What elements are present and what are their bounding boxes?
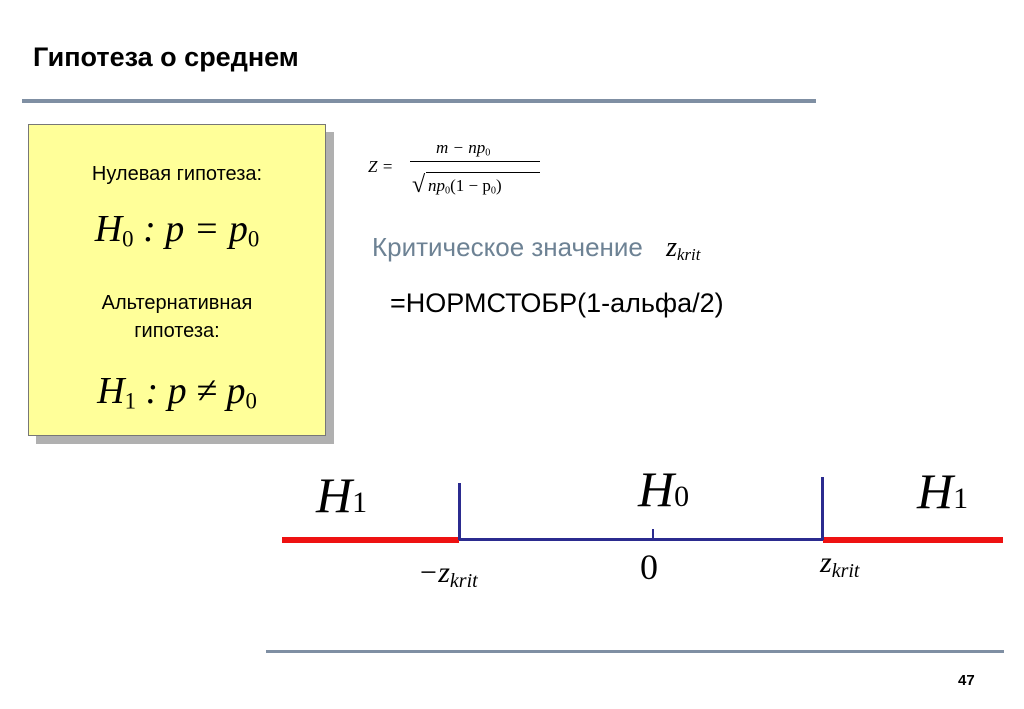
critical-value-label: Критическое значение [372,232,643,262]
left-critical-tick [458,483,461,540]
hypotheses-box: Нулевая гипотеза: H0 : p = p0 Альтернати… [28,124,326,436]
critical-value-line: Критическое значение zkrit [372,232,700,265]
zero-label: 0 [640,547,658,587]
fraction-bar [410,161,540,162]
slide-title: Гипотеза о среднем [33,42,299,72]
excel-formula: =НОРМСТОБР(1-альфа/2) [390,288,724,318]
z-krit-symbol: zkrit [666,232,701,265]
top-divider [22,99,816,103]
sqrt-icon: √ [412,172,426,198]
acceptance-region [459,538,823,541]
page-number: 47 [958,672,975,689]
null-hypothesis-formula: H0 : p = p0 [94,208,260,252]
right-h1-label: H1 [917,463,969,519]
formula-numerator: m − np0 [436,138,491,159]
sqrt-bar [426,172,540,173]
right-critical-tick [821,477,824,540]
rejection-region-right [823,537,1003,543]
alt-hypothesis-formula: H1 : p ≠ p0 [97,370,257,414]
right-tick-label: zkrit [820,546,860,582]
formula-denominator: np0(1 − p0) [428,176,502,197]
alt-hypothesis-label: Альтернативная гипотеза: [101,292,253,342]
bottom-divider [266,650,1004,653]
center-h0-label: H0 [638,461,690,517]
zero-tick [652,529,654,539]
rejection-region-left [282,537,459,543]
null-hypothesis-label: Нулевая гипотеза: [91,163,263,185]
left-tick-label: −zkrit [418,556,478,592]
left-h1-label: H1 [316,467,368,523]
formula-lhs: Z = [368,157,394,176]
